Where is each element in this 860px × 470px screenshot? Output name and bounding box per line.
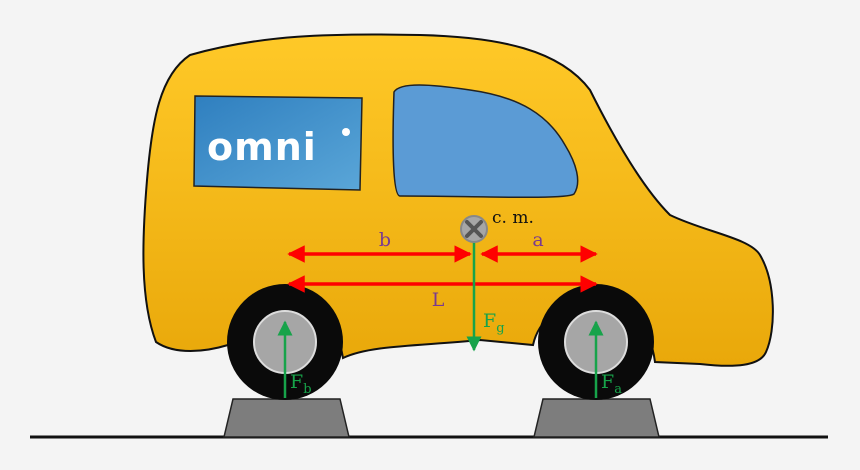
front-wheel-stand [533, 398, 660, 438]
gravity-label: Fg [483, 310, 505, 336]
label-b: b [379, 229, 391, 251]
side-window [392, 84, 579, 199]
front-force-label: Fa [601, 371, 622, 397]
logo-panel: omni [193, 95, 363, 191]
center-of-mass-marker [460, 215, 488, 243]
rear-wheel-stand [223, 398, 350, 438]
center-of-mass-label: c. m. [492, 208, 534, 228]
rear-force-label: Fb [290, 371, 312, 397]
label-wheelbase: L [432, 289, 445, 311]
logo-text: omni [207, 125, 317, 169]
logo-dot [342, 128, 350, 136]
label-a: a [532, 229, 543, 251]
